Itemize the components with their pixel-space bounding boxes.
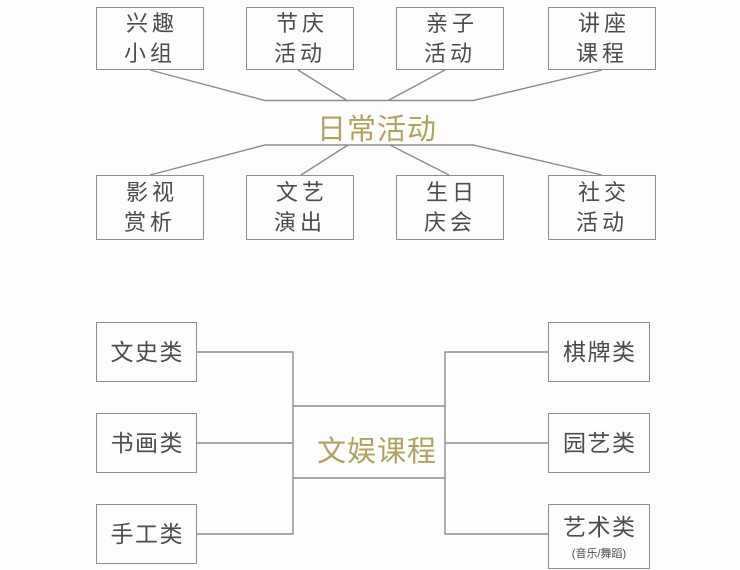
node-calligraphy-painting: 书画类 [96,413,197,473]
node-label: 文史类 [110,338,184,365]
node-chess-cards: 棋牌类 [548,322,650,382]
node-birthday-celebration: 生日 庆会 [396,175,504,240]
node-label: 讲座 课程 [575,11,630,66]
node-sublabel: (音乐/舞蹈) [571,548,627,561]
node-label: 书画类 [110,429,184,456]
node-label: 园艺类 [563,429,637,456]
node-label: 亲子 活动 [423,11,478,66]
title-recreation-courses: 文娱课程 [316,436,437,468]
node-label: 手工类 [110,520,184,547]
node-label: 生日 庆会 [423,180,478,235]
title-daily-activities: 日常活动 [316,114,437,146]
node-gardening: 园艺类 [548,413,650,473]
node-parent-child-activities: 亲子 活动 [396,7,504,70]
node-interest-group: 兴趣 小组 [96,7,204,70]
connector-line [149,144,603,176]
node-social-activities: 社交 活动 [548,175,656,240]
node-arts: 艺术类 (音乐/舞蹈) [548,504,650,569]
node-label: 文艺 演出 [273,180,328,235]
node-art-performance: 文艺 演出 [246,175,354,240]
node-handicraft: 手工类 [96,504,197,564]
node-label: 社交 活动 [575,180,630,235]
node-label: 艺术类 [563,513,637,540]
node-label: 棋牌类 [563,338,637,365]
node-label: 影视 赏析 [123,180,178,235]
connector-line [297,69,348,102]
node-film-appreciation: 影视 赏析 [96,175,204,240]
connector-line [387,69,446,102]
node-festival-activities: 节庆 活动 [246,7,354,70]
connector-line [300,144,349,176]
connector-line [149,69,603,102]
connector-line [389,144,450,176]
node-label: 兴趣 小组 [123,11,178,66]
node-lecture-courses: 讲座 课程 [548,7,656,70]
connector-line [197,351,294,535]
node-literature-history: 文史类 [96,322,197,382]
node-label: 节庆 活动 [273,11,328,66]
